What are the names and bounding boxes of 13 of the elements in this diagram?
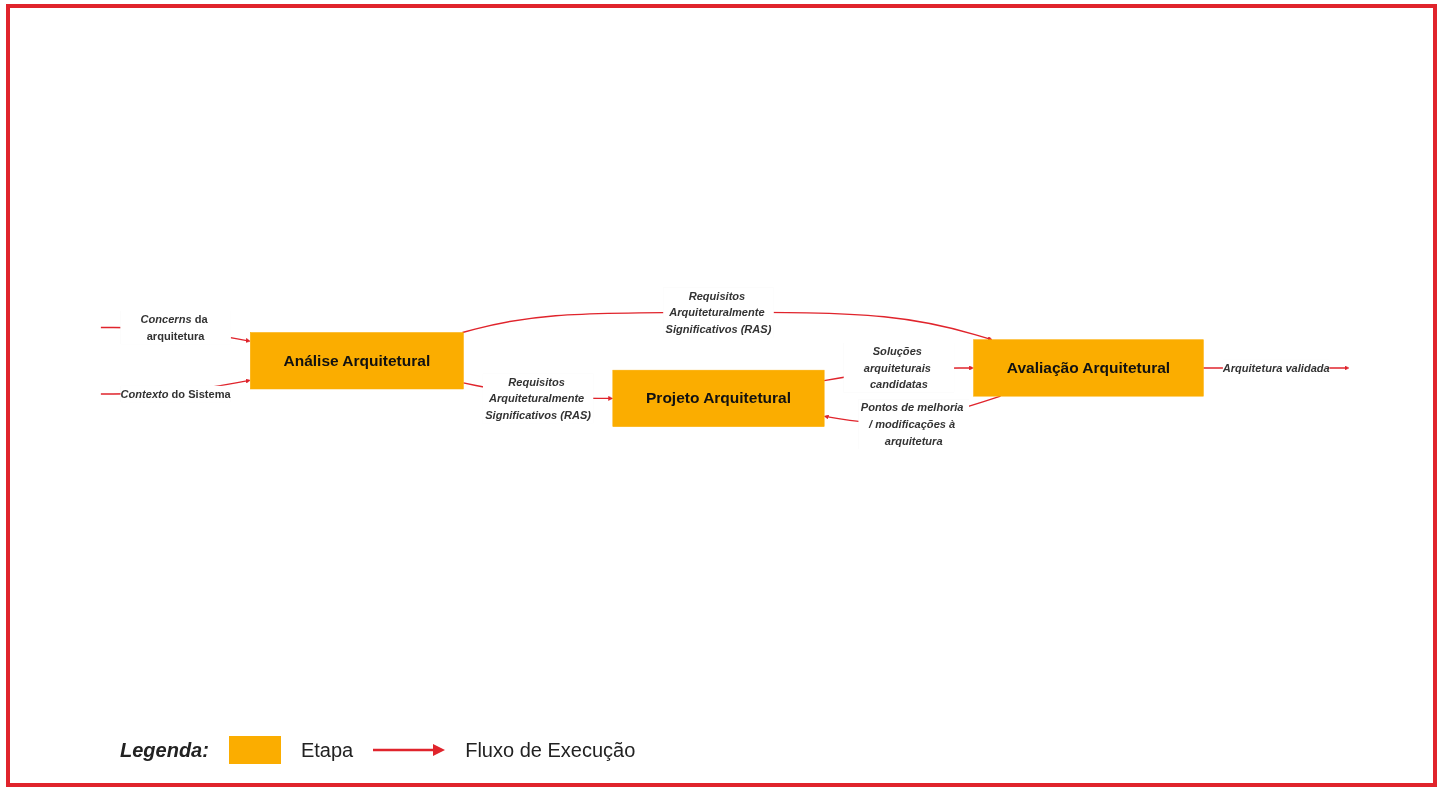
legend-title: Legenda: <box>120 738 209 762</box>
edge-label: Contexto do Sistema <box>120 387 231 400</box>
legend-text: Fluxo de Execução <box>465 738 636 762</box>
edge-label: Requisitos Arquiteturalmente Significativos (RAS) <box>485 375 591 421</box>
edge-label: Soluções arquiteturais candidatas <box>863 345 931 391</box>
node-box: Avaliação Arquitetural <box>973 339 1204 397</box>
node-box: Análise Arquitetural <box>250 332 464 390</box>
edge-label: Arquitetura validada <box>1222 361 1330 374</box>
edge-label: Pontos de melhoria / modificações à arquitetura <box>860 401 964 447</box>
node-box: Projeto Arquitetural <box>612 369 825 427</box>
edge-label: Requisitos Arquiteturalmente Significativos (RAS) <box>665 289 772 335</box>
edge-label: Concerns da arquitetura <box>140 312 208 342</box>
legend-text: Etapa <box>300 738 354 762</box>
